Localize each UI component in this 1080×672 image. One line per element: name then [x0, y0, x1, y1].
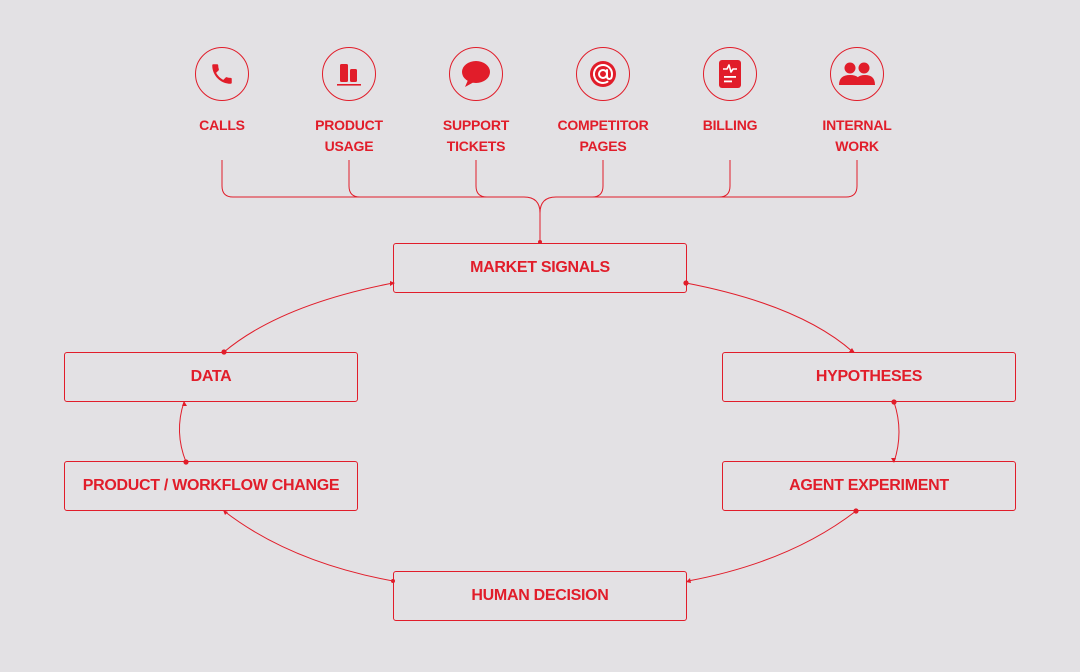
- source-label: SUPPORT TICKETS: [442, 117, 510, 154]
- junction-dot: [183, 459, 189, 465]
- bar-chart-icon: [322, 47, 376, 101]
- source-competitor-pages: COMPETITOR PAGES: [533, 47, 673, 157]
- arrowhead: [223, 510, 228, 515]
- arrow-market-to-hypotheses: [685, 282, 854, 353]
- source-label: PRODUCT USAGE: [315, 117, 383, 154]
- junction-dot: [853, 508, 859, 514]
- connector-product-usage: [348, 160, 361, 198]
- source-label: INTERNAL WORK: [822, 117, 892, 154]
- node-hypotheses: HYPOTHESES: [722, 352, 1016, 402]
- arrow-agent-to-human: [687, 510, 857, 582]
- at-sign-icon: [576, 47, 630, 101]
- connector-billing: [718, 160, 731, 198]
- source-label: CALLS: [199, 117, 245, 133]
- node-product-workflow-change: PRODUCT / WORKFLOW CHANGE: [64, 461, 358, 511]
- arrow-hypotheses-to-agent: [893, 401, 900, 463]
- source-label: BILLING: [702, 117, 758, 133]
- arrow-human-to-product: [223, 510, 394, 582]
- phone-icon: [195, 47, 249, 101]
- invoice-icon: [703, 47, 757, 101]
- junction-dot: [891, 399, 897, 405]
- source-calls: CALLS: [152, 47, 292, 136]
- node-data: DATA: [64, 352, 358, 402]
- source-billing: BILLING: [660, 47, 800, 136]
- source-label: COMPETITOR PAGES: [557, 117, 649, 154]
- arrow-product-to-data: [179, 401, 187, 463]
- arrowhead: [390, 281, 395, 286]
- arrow-data-to-market: [223, 282, 394, 353]
- source-support-tickets: SUPPORT TICKETS: [406, 47, 546, 157]
- connector-internal-work: [539, 160, 858, 214]
- node-market-signals: MARKET SIGNALS: [393, 243, 687, 293]
- source-internal-work: INTERNAL WORK: [787, 47, 927, 157]
- arrowhead: [182, 401, 187, 406]
- connector-calls: [221, 160, 541, 243]
- connector-competitor-pages: [591, 160, 604, 198]
- chat-bubble-icon: [449, 47, 503, 101]
- users-icon: [830, 47, 884, 101]
- arrowhead: [891, 458, 896, 463]
- arrowhead: [849, 348, 855, 353]
- node-agent-experiment: AGENT EXPERIMENT: [722, 461, 1016, 511]
- connector-support-tickets: [475, 160, 488, 198]
- arrowhead: [686, 578, 691, 583]
- node-human-decision: HUMAN DECISION: [393, 571, 687, 621]
- source-product-usage: PRODUCT USAGE: [279, 47, 419, 157]
